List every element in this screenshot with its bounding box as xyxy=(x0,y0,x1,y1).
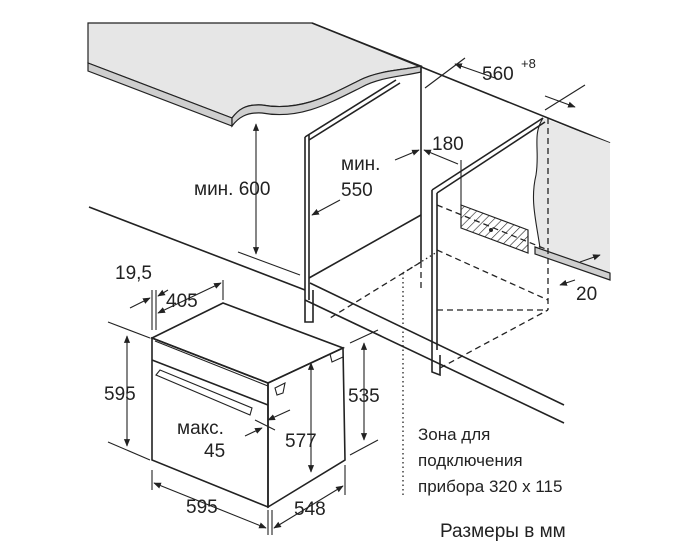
door-handle xyxy=(155,369,253,416)
niche-width-tolerance: +8 xyxy=(521,56,536,71)
oven xyxy=(150,302,346,509)
countertop xyxy=(87,22,423,128)
wall-lines xyxy=(88,22,611,424)
max-value: 45 xyxy=(204,441,225,462)
min-depth-value: 550 xyxy=(341,180,373,201)
front-offset-label: 19,5 xyxy=(115,263,152,284)
oven-depth-label: 548 xyxy=(294,499,326,520)
top-depth-label: 405 xyxy=(166,291,198,312)
max-label: макс. xyxy=(177,418,224,439)
oven-width-label: 595 xyxy=(186,497,218,518)
upper-cabinet xyxy=(304,68,422,323)
connection-zone-line-3: прибора 320 x 115 xyxy=(418,477,562,496)
rear-gap-label: 180 xyxy=(432,134,464,155)
min-height-label: мин. 600 xyxy=(194,179,270,200)
niche-outline xyxy=(329,118,549,498)
side-height-label: 535 xyxy=(348,386,380,407)
right-cabinet xyxy=(431,117,611,377)
connection-zone-line-1: Зона для xyxy=(418,425,490,444)
oven-height-label: 595 xyxy=(104,384,136,405)
body-height-label: 577 xyxy=(285,431,317,452)
units-caption: Размеры в мм xyxy=(440,521,566,542)
dimension-lines xyxy=(107,57,601,535)
niche-width-label: 560 xyxy=(482,64,514,85)
min-depth-prefix: мин. xyxy=(341,154,380,175)
connection-zone-line-2: подключения xyxy=(418,451,523,470)
side-offset-label: 20 xyxy=(576,284,597,305)
